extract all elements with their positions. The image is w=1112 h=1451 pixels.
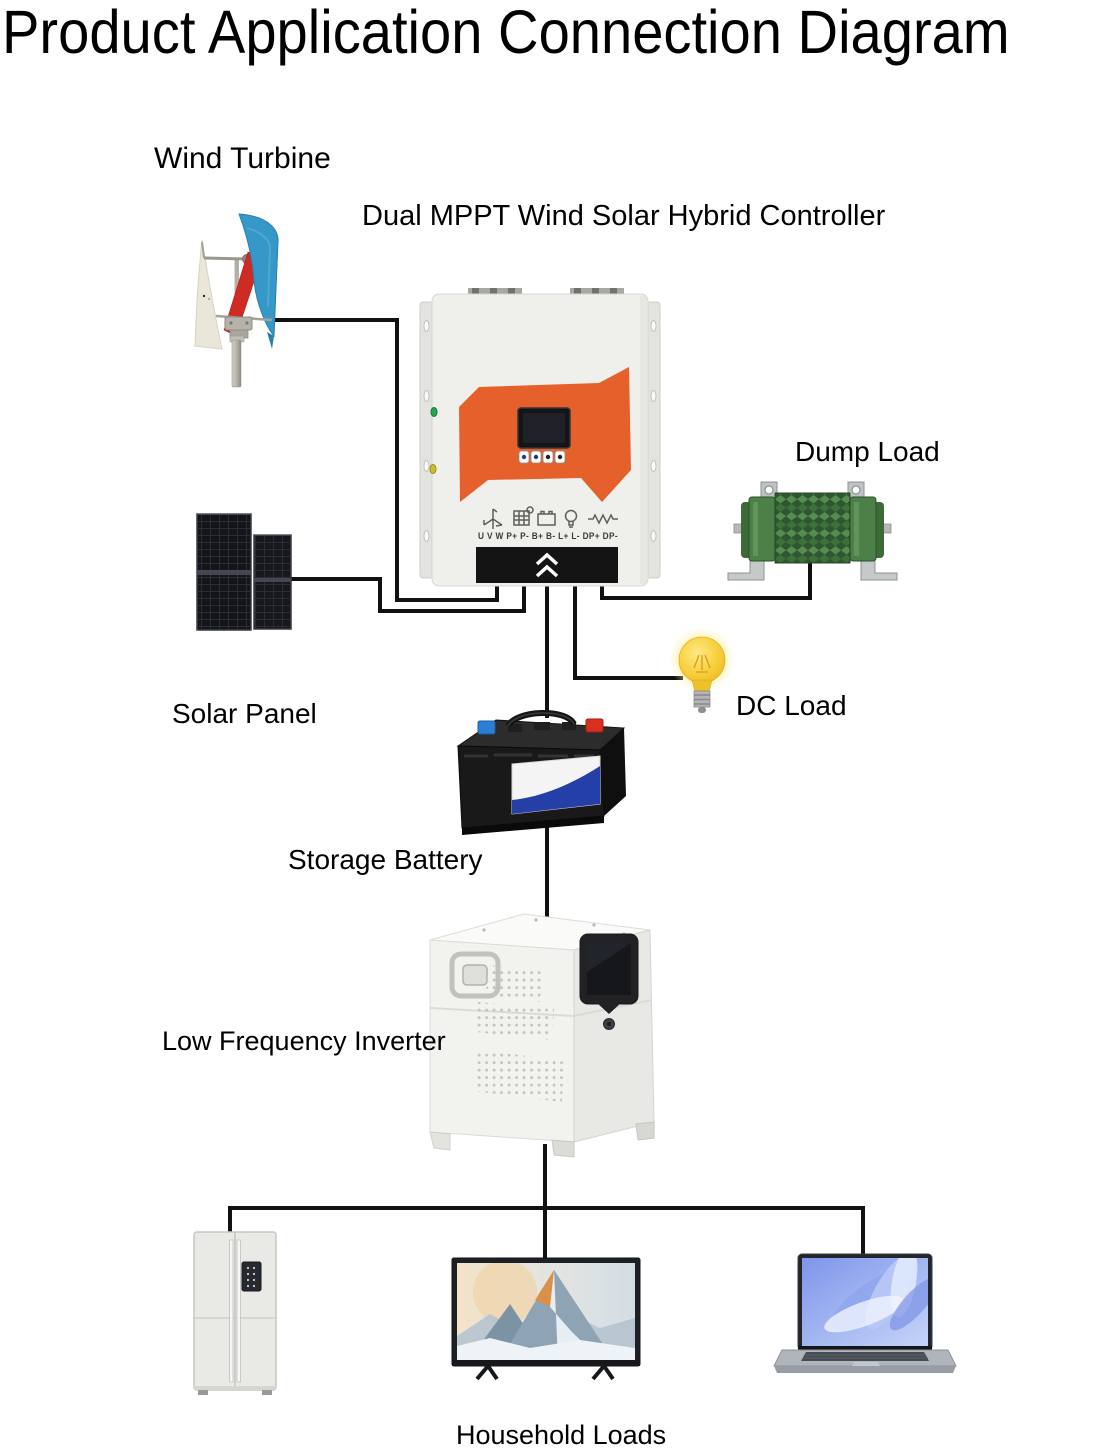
resistor-icon [588, 513, 618, 525]
terminal-labels: U V W P+ P- B+ B- L+ L- DP+ DP- [478, 531, 618, 541]
wind-turbine-label: Wind Turbine [154, 142, 331, 175]
dc-load-bulb-image [669, 627, 735, 713]
tv-legs [475, 1364, 615, 1381]
solar-panel-icon [513, 506, 534, 526]
wires [228, 318, 865, 1262]
dc-load-label: DC Load [736, 690, 847, 721]
low-frequency-inverter-image [429, 913, 655, 1158]
top-connectors [468, 288, 624, 295]
terminal-icons [483, 506, 618, 529]
laptop-keyboard [801, 1352, 929, 1361]
solar-panel-image [196, 513, 292, 631]
dump-load-image [727, 481, 898, 581]
laptop-touchpad [852, 1362, 880, 1366]
wind-turbine-image [194, 213, 279, 388]
household-loads-label: Household Loads [456, 1420, 667, 1450]
battery-negative-terminal [477, 720, 496, 735]
wind-turbine-icon [483, 508, 503, 529]
storage-battery-label: Storage Battery [288, 844, 483, 875]
hybrid-controller-image: U V W P+ P- B+ B- L+ L- DP+ DP- [419, 288, 661, 587]
controller-label: Dual MPPT Wind Solar Hybrid Controller [362, 200, 886, 232]
yellow-led [429, 464, 437, 474]
battery-positive-terminal [585, 718, 604, 733]
dump-load-label: Dump Load [795, 436, 940, 467]
control-buttons[interactable] [518, 450, 566, 464]
tv-image [451, 1257, 641, 1381]
wire-controller-to-dcload [573, 581, 683, 680]
wire-solar-to-controller [291, 577, 526, 613]
wire-controller-to-dumpload [600, 554, 812, 600]
inverter-label: Low Frequency Inverter [162, 1026, 446, 1056]
resistor-coil [774, 492, 851, 564]
green-led [430, 407, 438, 417]
bulb-icon [564, 509, 578, 528]
battery-icon [537, 510, 556, 526]
solar-panel-label: Solar Panel [172, 698, 317, 729]
wire-wind-to-controller [270, 318, 499, 602]
fridge-control-panel[interactable] [241, 1261, 262, 1292]
storage-battery-image [456, 710, 626, 835]
page-title: Product Application Connection Diagram [2, 0, 1010, 66]
chevron-up-icon [535, 552, 559, 578]
refrigerator-image [193, 1231, 277, 1395]
laptop-image [773, 1253, 957, 1373]
